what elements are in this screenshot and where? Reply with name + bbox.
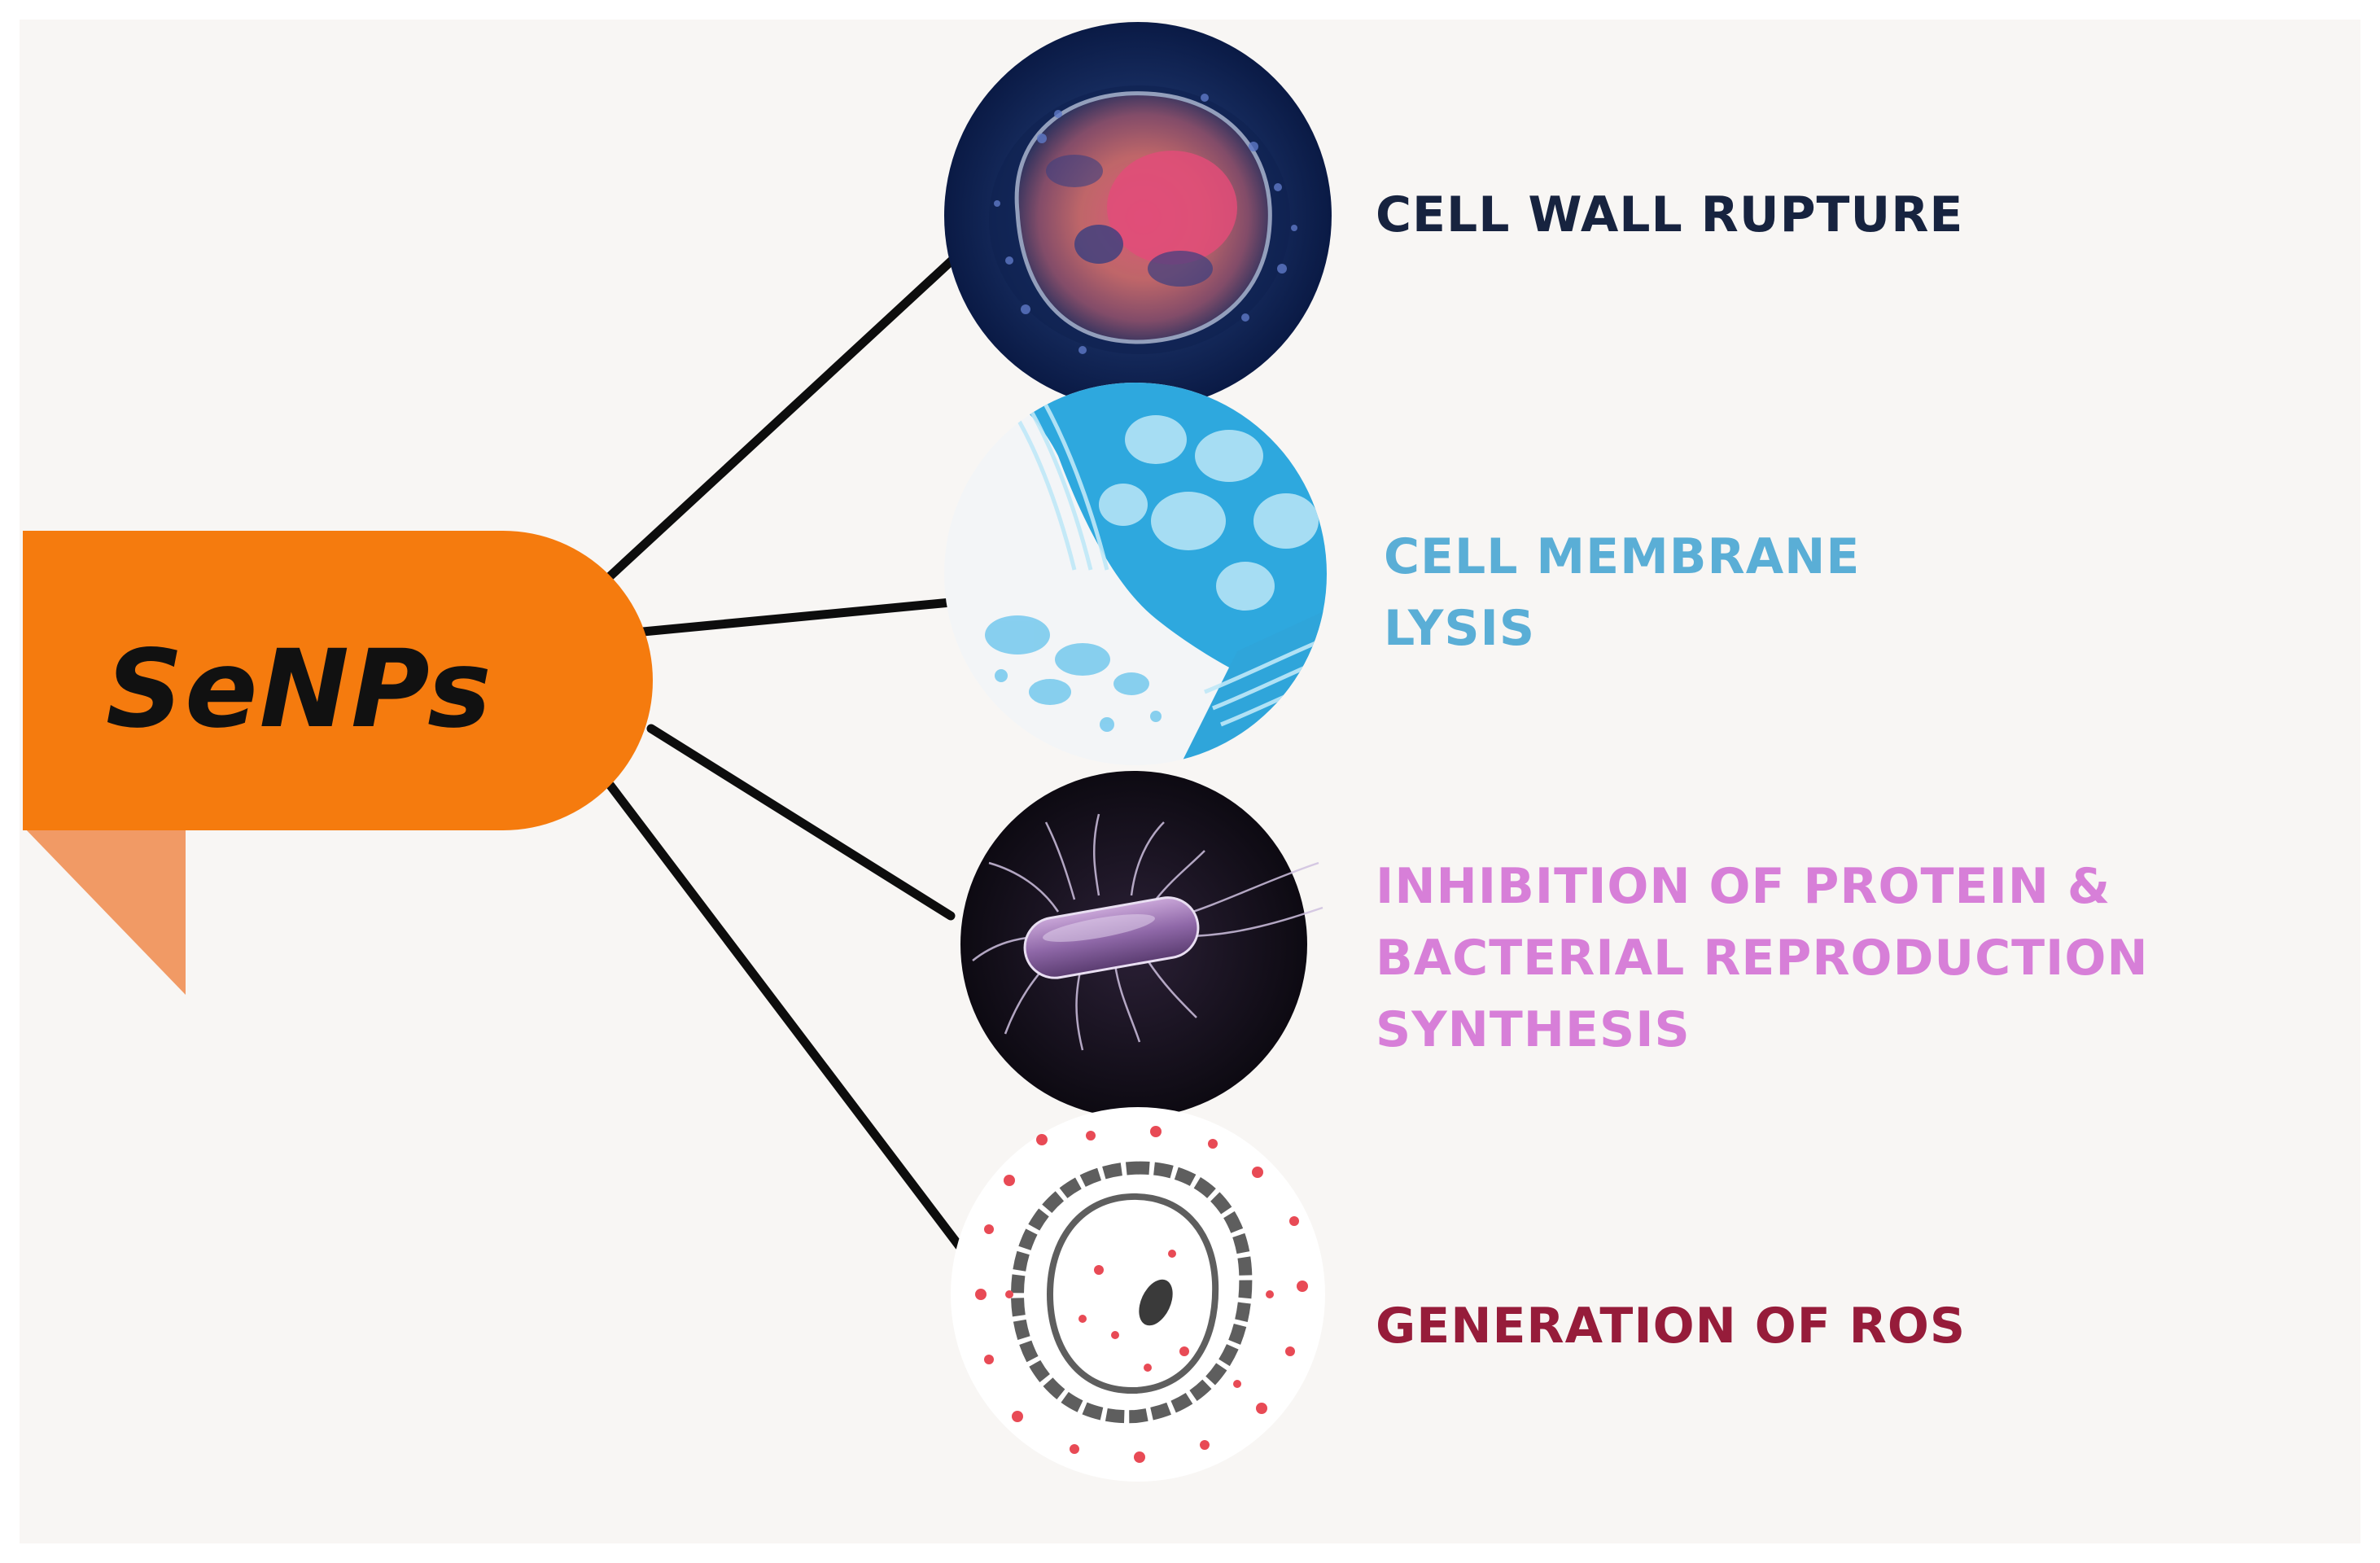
- mechanism-label-generation-of-ros: GENERATION OF ROS: [1376, 1290, 1966, 1362]
- callout-body: [23, 531, 653, 830]
- mechanism-label-cell-wall-rupture: CELL WALL RUPTURE: [1376, 179, 1963, 251]
- connector-line-ros: [606, 781, 964, 1250]
- label-line: LYSIS: [1384, 600, 1536, 657]
- membrane-lysis-icon: [944, 383, 1327, 765]
- mechanism-label-cell-membrane-lysis: CELL MEMBRANE LYSIS: [1384, 521, 1860, 664]
- ruptured-cell-icon: [944, 22, 1332, 409]
- label-line: CELL WALL RUPTURE: [1376, 186, 1964, 243]
- label-line: INHIBITION OF PROTEIN &: [1376, 858, 2111, 915]
- senps-label: SeNPs: [106, 627, 493, 752]
- ros-cell-icon: [951, 1107, 1325, 1482]
- connector-line-protein: [646, 724, 956, 921]
- label-line: SYNTHESIS: [1376, 1001, 1691, 1058]
- label-line: CELL MEMBRANE: [1384, 528, 1861, 585]
- label-line: GENERATION OF ROS: [1376, 1298, 1967, 1355]
- label-line: BACTERIAL REPRODUCTION: [1376, 930, 2149, 987]
- connector-lines: [602, 249, 964, 1250]
- bacterium-icon: [960, 771, 1323, 1118]
- mechanism-label-protein-inhibition: INHIBITION OF PROTEIN & BACTERIAL REPROD…: [1376, 851, 2149, 1066]
- callout-tab: [23, 826, 186, 995]
- connector-line-membrane: [638, 598, 956, 637]
- connector-line-cell-wall: [602, 249, 964, 584]
- senps-callout: [23, 531, 653, 995]
